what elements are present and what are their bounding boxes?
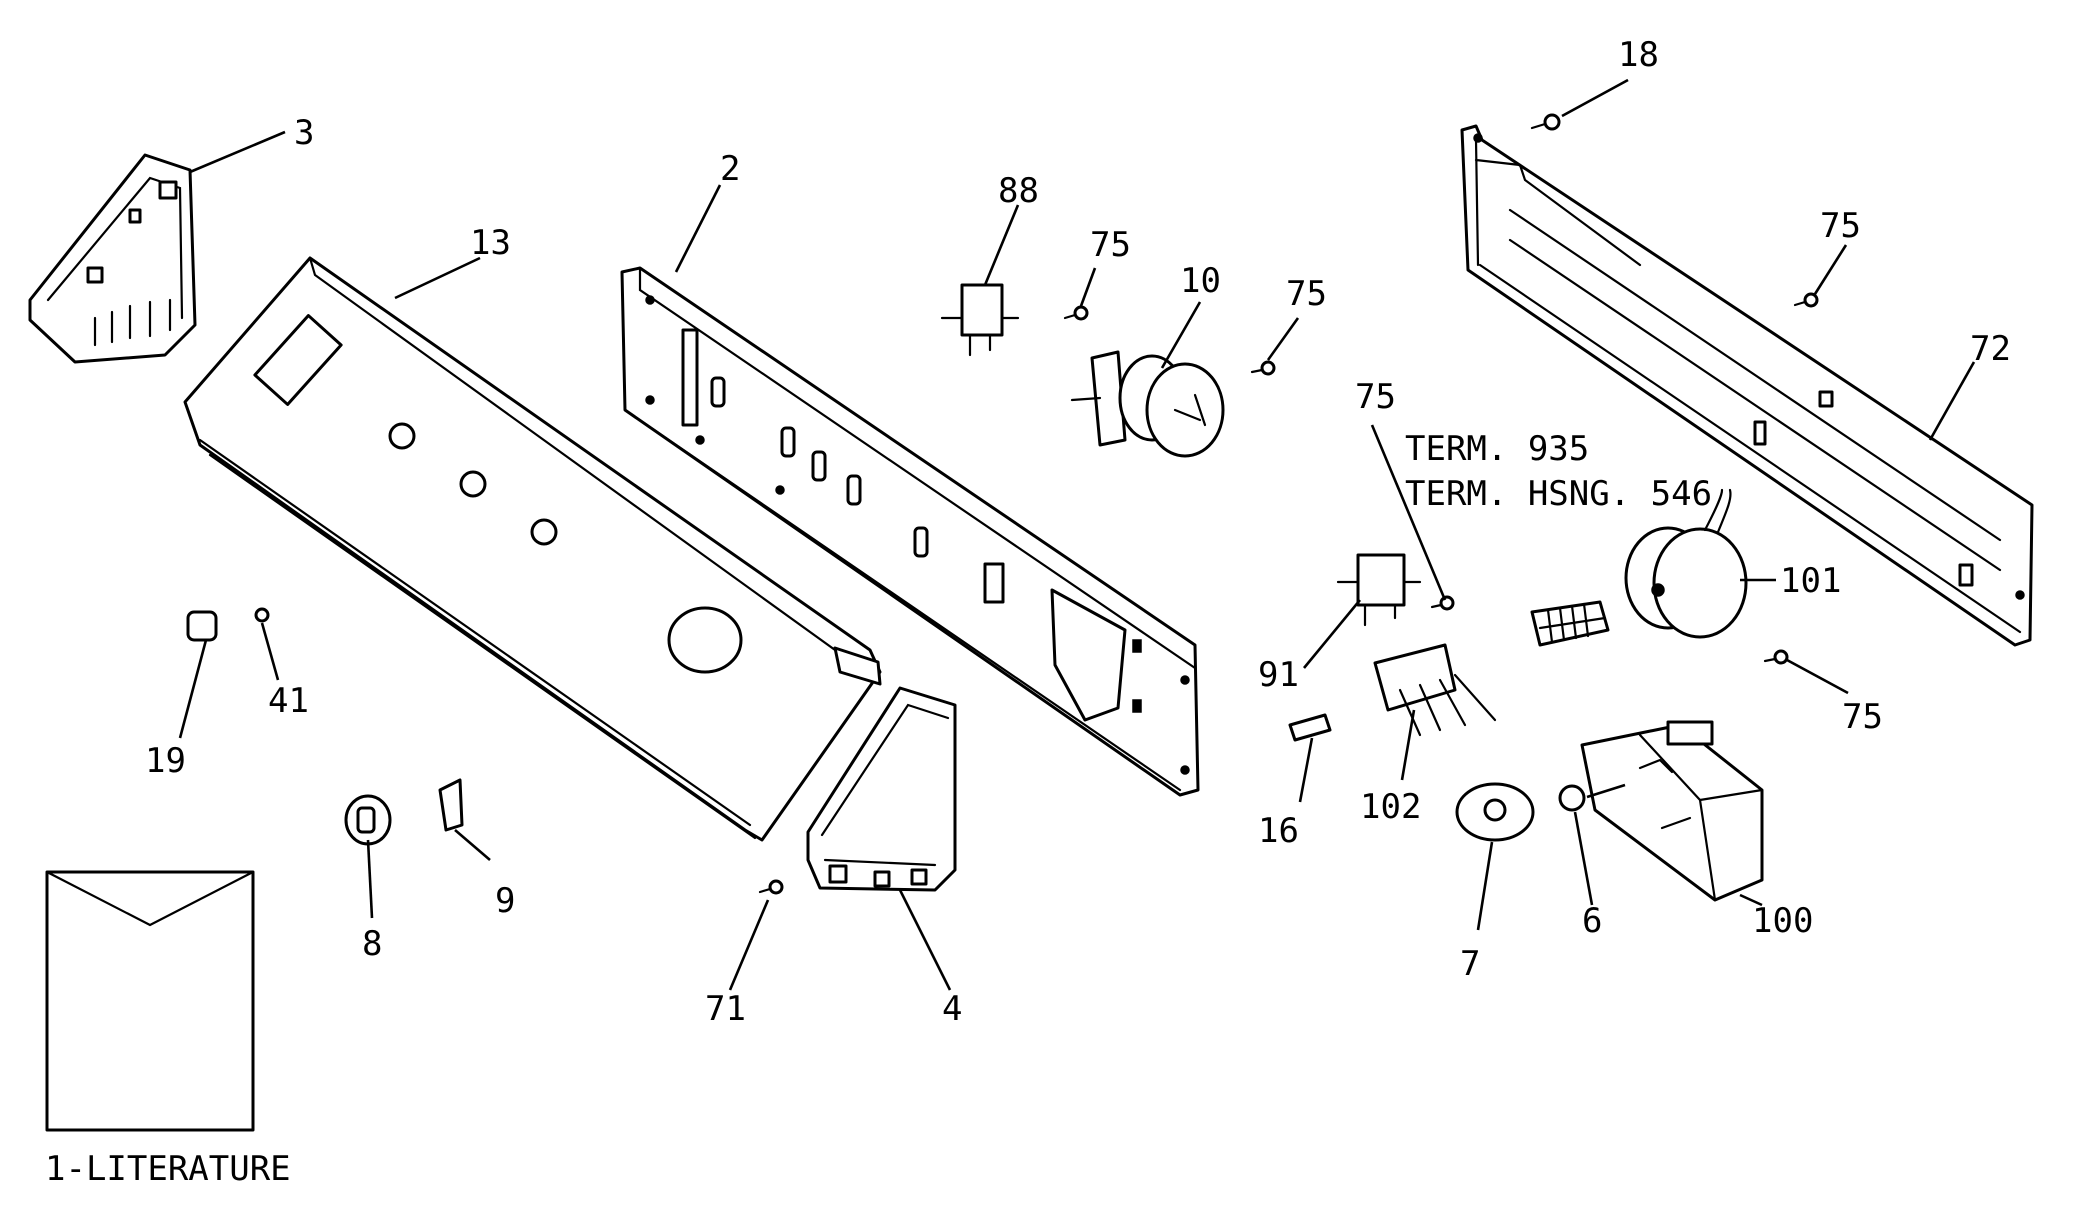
- callouts: 18 3 2 88 75 10 75 13 75 75 72 101 91 75…: [145, 35, 2011, 1029]
- part-2-panel-frame: [620, 266, 1200, 797]
- callout-101: 101: [1780, 561, 1841, 601]
- callout-7: 7: [1460, 944, 1480, 984]
- part-7-knob: [1455, 782, 1535, 842]
- screw-75-d: [1430, 595, 1455, 611]
- leader-lines: [178, 78, 1976, 991]
- literature-label: 1-LITERATURE: [45, 1149, 291, 1189]
- callout-88: 88: [998, 171, 1039, 211]
- part-101-motor: [1624, 488, 1748, 639]
- screw-75-a: [1063, 305, 1089, 321]
- part-10-switch: [1070, 350, 1225, 458]
- part-72-rear-panel: [1460, 124, 2034, 647]
- callout-19: 19: [145, 741, 186, 781]
- callout-41: 41: [268, 681, 309, 721]
- callout-18: 18: [1618, 35, 1659, 75]
- part-100-timer: [1580, 720, 1764, 902]
- callout-6: 6: [1582, 901, 1602, 941]
- screw-71: [758, 879, 784, 895]
- terminal-housing-note: TERM. HSNG. 546: [1405, 474, 1712, 514]
- screw-75-b: [1250, 360, 1276, 376]
- callout-102: 102: [1360, 787, 1421, 827]
- part-19-clip: [186, 610, 218, 642]
- callout-71: 71: [705, 989, 746, 1029]
- part-4-end-cap: [806, 686, 957, 892]
- screw-75-e: [1763, 649, 1789, 665]
- screw-75-c: [1793, 292, 1819, 308]
- terminal-housing: [1530, 600, 1610, 647]
- callout-75: 75: [1820, 206, 1861, 246]
- part-41-screw: [254, 607, 270, 623]
- callout-16: 16: [1258, 811, 1299, 851]
- part-16-plug: [1288, 713, 1332, 742]
- callout-8: 8: [362, 924, 382, 964]
- screw-18: [1530, 113, 1561, 131]
- callout-91: 91: [1258, 655, 1299, 695]
- terminal-note: TERM. 935: [1405, 429, 1589, 469]
- part-91-switch: [1336, 553, 1422, 627]
- part-8-bushing: [344, 794, 392, 846]
- literature-envelope: [45, 870, 255, 1132]
- callout-75: 75: [1355, 377, 1396, 417]
- callout-75: 75: [1286, 274, 1327, 314]
- callout-2: 2: [720, 149, 740, 189]
- part-13-control-panel: [183, 256, 882, 842]
- callout-10: 10: [1180, 261, 1221, 301]
- callout-75: 75: [1090, 225, 1131, 265]
- callout-72: 72: [1970, 329, 2011, 369]
- callout-100: 100: [1752, 901, 1813, 941]
- callout-3: 3: [294, 113, 314, 153]
- part-3-end-cap: [28, 153, 197, 364]
- part-102-connector: [1373, 643, 1497, 737]
- callout-4: 4: [942, 989, 962, 1029]
- callout-13: 13: [470, 223, 511, 263]
- part-6-nut: [1558, 784, 1586, 812]
- part-9-clip: [438, 778, 464, 832]
- part-88-switch: [940, 283, 1020, 357]
- callout-75: 75: [1842, 697, 1883, 737]
- callout-9: 9: [495, 881, 515, 921]
